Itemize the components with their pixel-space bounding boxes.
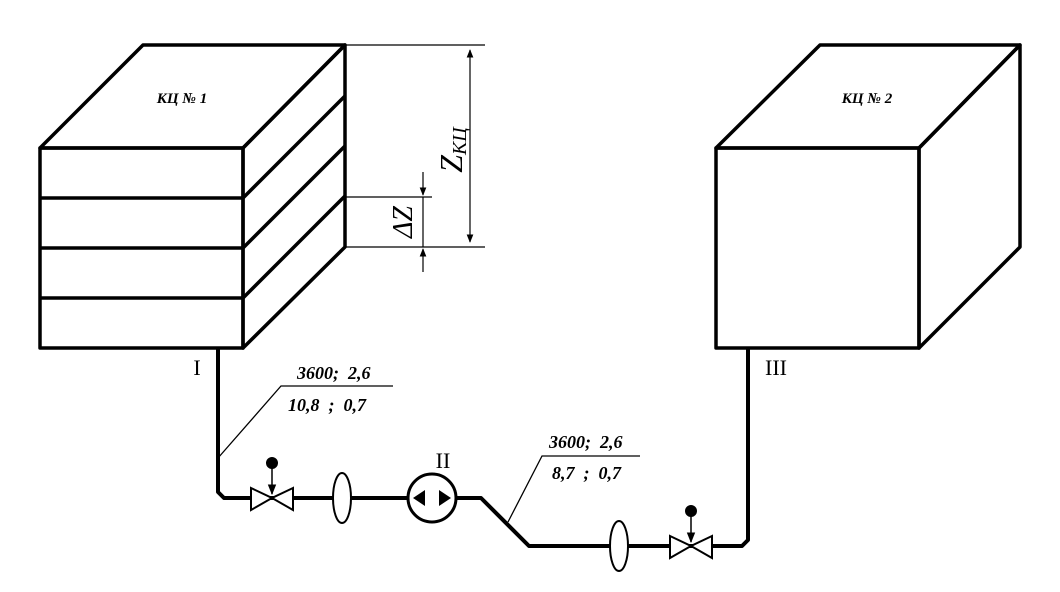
tank-1-layer-line	[241, 194, 347, 300]
pipe-segment-1	[216, 348, 407, 500]
valve-1-right	[269, 486, 294, 512]
flow-meter-1	[332, 472, 352, 524]
layer-height-label: ΔZ	[388, 206, 419, 239]
tank-1-layer-line	[241, 94, 347, 200]
pump-arrow-right	[439, 490, 451, 506]
segment-2-bottom-label: 8,7 ; 0,7	[552, 463, 622, 483]
valve-2-left	[669, 534, 694, 560]
tank-1-label: КЦ № 1	[156, 91, 208, 107]
segment-1-bottom-label: 10,8 ; 0,7	[288, 395, 367, 415]
pipeline	[216, 348, 750, 548]
valve-1-handle	[266, 457, 278, 469]
segment-1-top-label: 3600; 2,6	[296, 363, 371, 383]
leader-line-1	[217, 385, 393, 459]
total-height-label: ZКЦ	[433, 126, 471, 173]
tank-2	[714, 43, 1022, 350]
flow-meter-2	[609, 520, 629, 572]
point-label-3: III	[765, 355, 787, 380]
leader-line-2	[507, 455, 640, 523]
valve-2-right	[688, 534, 713, 560]
tank-1-layer-line	[241, 144, 347, 250]
tank-2-right-face	[917, 43, 1022, 350]
pump-arrow-left	[413, 490, 425, 506]
tank-1	[38, 43, 347, 350]
pipe-segment-2	[457, 348, 750, 548]
pump-body	[406, 472, 458, 524]
point-label-2: II	[436, 448, 451, 473]
dimension-lines	[345, 44, 485, 272]
point-label-1: I	[193, 355, 200, 380]
valve-1	[250, 457, 294, 512]
segment-2-top-label: 3600; 2,6	[548, 432, 623, 452]
valve-1-left	[250, 486, 275, 512]
tank-2-label: КЦ № 2	[841, 91, 893, 107]
valve-2	[669, 505, 713, 560]
pump	[406, 472, 458, 524]
tank-2-front-face	[714, 146, 921, 350]
valve-2-handle	[685, 505, 697, 517]
leader-lines	[217, 385, 640, 523]
